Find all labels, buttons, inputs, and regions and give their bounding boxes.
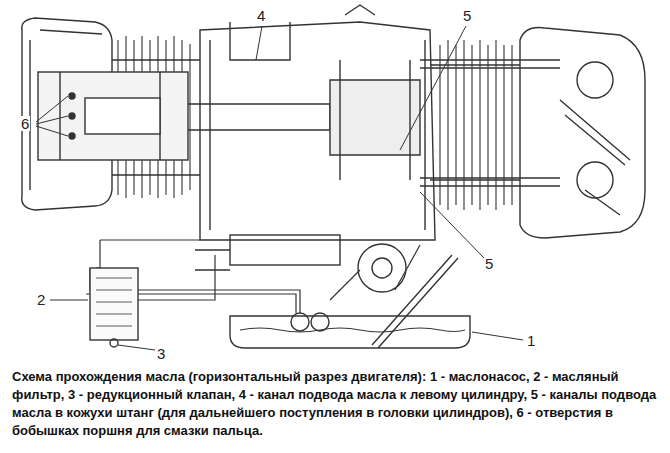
figure-caption: Схема прохождения масла (горизонтальный … (12, 368, 660, 440)
callout-number: 6 (20, 116, 30, 131)
callout-number: 5 (462, 8, 472, 23)
callout-number: 4 (256, 8, 266, 23)
callout-number: 1 (526, 333, 536, 348)
callout-number: 3 (156, 346, 166, 361)
callout-number: 2 (36, 292, 46, 307)
callout-number: 5 (484, 256, 494, 271)
